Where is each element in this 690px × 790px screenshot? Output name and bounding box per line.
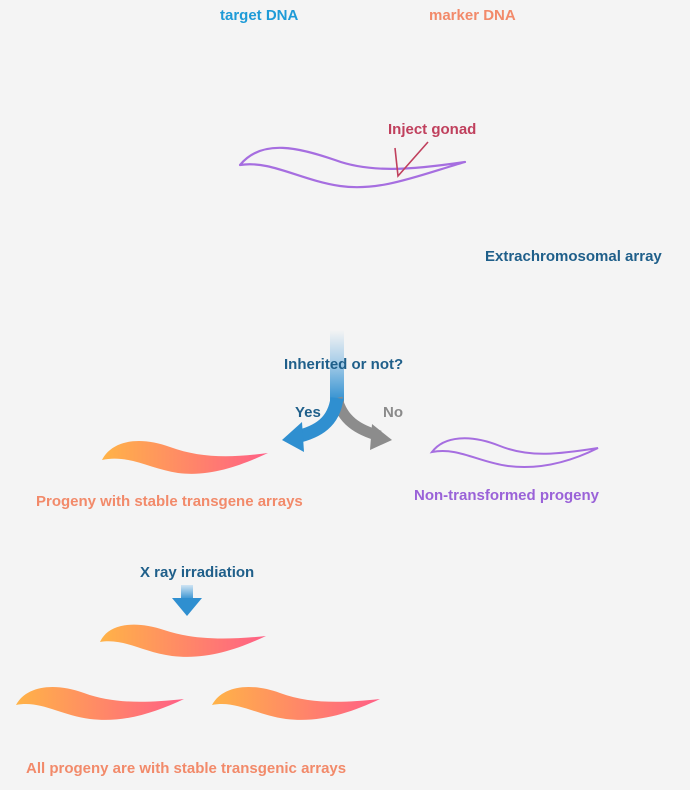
decision-stem <box>330 330 344 402</box>
marker-dna-ladder <box>388 36 560 76</box>
inject-gonad-label: Inject gonad <box>388 121 477 138</box>
array-segment-marker-2 <box>506 274 672 316</box>
non-transformed-label: Non-transformed progeny <box>414 487 600 504</box>
inject-needle-icon <box>394 141 429 178</box>
final-progeny-worm-1 <box>100 624 266 657</box>
extrachromosomal-label: Extrachromosomal array <box>485 248 662 265</box>
target-dna-label: target DNA <box>220 7 299 24</box>
target-dna-ladder <box>176 36 350 76</box>
marker-dna-label: marker DNA <box>429 7 516 24</box>
injected-worm <box>238 146 467 189</box>
yes-label: Yes <box>295 404 321 421</box>
array-segment-marker-1 <box>192 274 362 316</box>
non-transformed-worm <box>429 437 599 469</box>
final-progeny-worm-2 <box>16 686 184 720</box>
final-progeny-worm-3 <box>212 686 380 720</box>
stable-progeny-label: Progeny with stable transgene arrays <box>36 493 303 510</box>
decision-arrows <box>282 330 392 452</box>
xray-label: X ray irradiation <box>140 564 255 581</box>
array-segment-target-1 <box>36 274 192 316</box>
array-segment-target-2 <box>362 274 506 316</box>
stable-progeny-worm <box>102 440 268 474</box>
all-progeny-label: All progeny are with stable transgenic a… <box>26 760 347 777</box>
xray-arrow <box>172 585 202 616</box>
inherited-question-label: Inherited or not? <box>284 356 404 373</box>
no-label: No <box>383 404 403 421</box>
extrachromosomal-array <box>36 274 672 316</box>
